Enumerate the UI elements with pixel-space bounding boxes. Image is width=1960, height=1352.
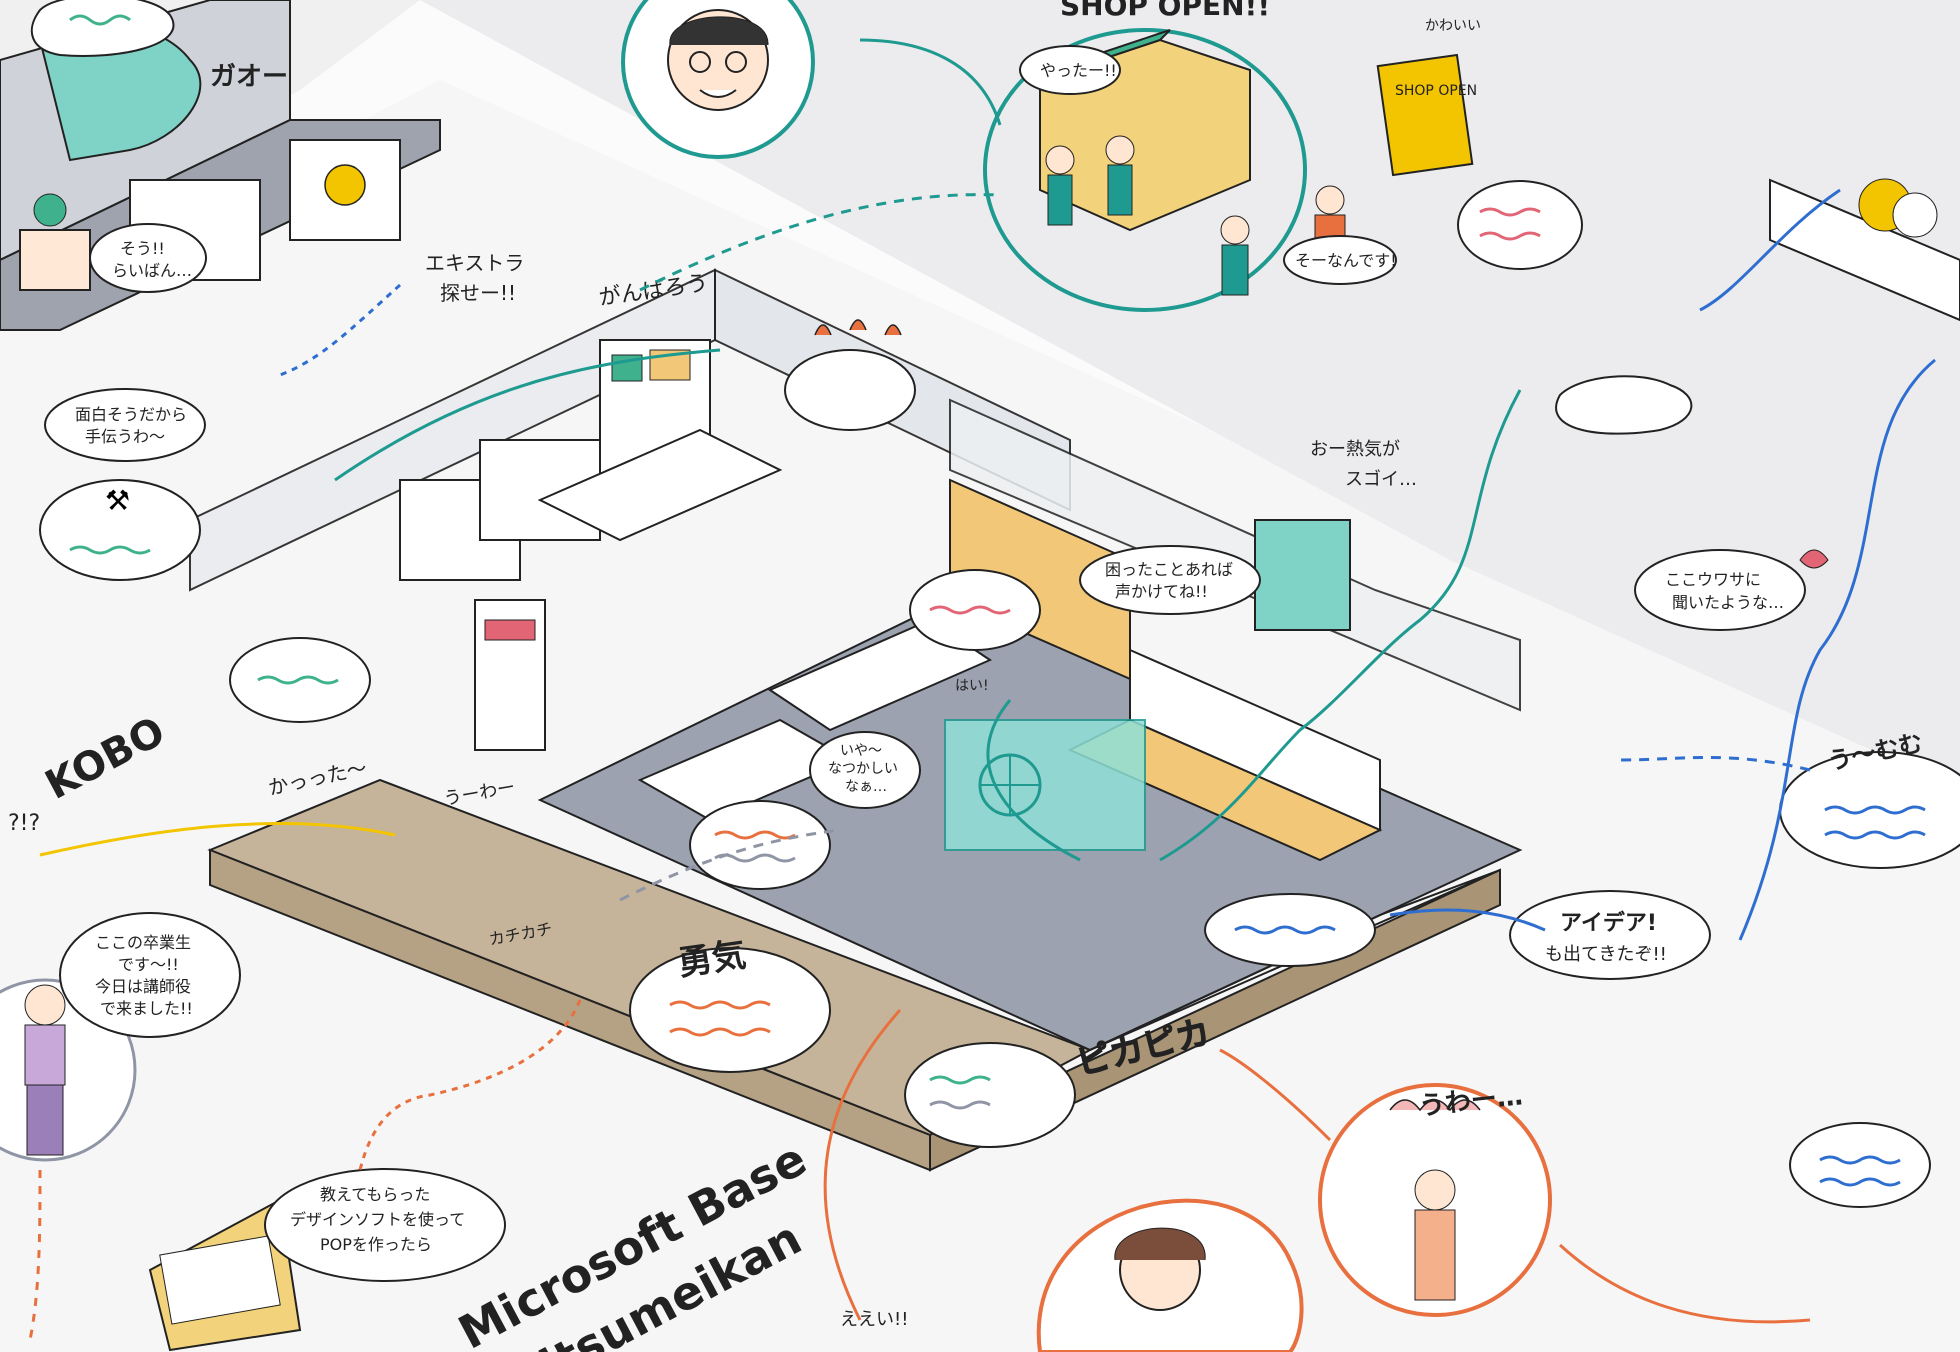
caption-extra: エキストラ 探せー!!	[425, 251, 524, 305]
bubble-omoshiro: 面白そうだから 手伝うわ〜	[44, 388, 206, 462]
caption-yuuki: 勇気	[676, 935, 749, 984]
caption-komatta-line1: 困ったことあれば	[1105, 560, 1233, 579]
easel-sign: SHOP OPEN	[1395, 83, 1477, 99]
caption-pop-line2: デザインソフトを使って	[290, 1210, 465, 1229]
pop-sketch	[148, 1198, 302, 1352]
caption-iya-line3: なぁ…	[845, 779, 887, 795]
bubble-center	[909, 569, 1041, 651]
caption-idea-line1: アイデア!	[1560, 910, 1657, 936]
lounge-area-right	[1555, 178, 1960, 435]
bubble-sou: そう!! らいばん…	[89, 223, 207, 293]
caption-iya-line1: いや〜	[840, 743, 882, 759]
caption-sou-nandesu: そーなんです!	[1295, 251, 1397, 270]
bubble-idea: アイデア! も出てきたぞ!!	[1509, 890, 1711, 980]
caption-sotsugyosei-line3: 今日は講師役	[95, 977, 191, 996]
caption-iya-line2: なつかしい	[828, 761, 898, 777]
bubble-yatta: やったー!!	[1019, 45, 1121, 95]
caption-pop-line3: POPを作ったら	[320, 1235, 432, 1254]
caption-uwasa-line2: 聞いたような…	[1672, 593, 1784, 612]
caption-sotsugyosei-line2: です〜!!	[118, 955, 179, 974]
caption-sotsugyosei-line1: ここの卒業生	[95, 933, 191, 952]
caption-kawaii: かわいい	[1425, 18, 1481, 34]
caption-hai: はい!	[955, 678, 989, 694]
caption-extra-line2: 探せー!!	[440, 281, 516, 305]
caption-yatta: やったー!!	[1040, 61, 1117, 80]
caption-uwasa-line1: ここウワサに	[1665, 570, 1761, 589]
bubble-sotsugyosei: ここの卒業生 です〜!! 今日は講師役 で来ました!!	[59, 912, 241, 1038]
caption-gao: ガオー	[210, 62, 288, 92]
caption-onetsuki-line2: スゴイ…	[1345, 469, 1417, 490]
bubble-workshop	[229, 637, 371, 723]
bubble-heat	[784, 319, 916, 431]
teacher-portrait-top	[621, 0, 815, 159]
bubble-tools: ⚒	[39, 479, 201, 581]
squiggle-icon	[69, 14, 131, 26]
bubble-uwasa: ここウワサに 聞いたような…	[1634, 549, 1829, 631]
bubble-bottom-right	[1789, 1122, 1931, 1208]
bubble-top-left	[30, 0, 175, 57]
caption-pop-line1: 教えてもらった	[320, 1185, 430, 1204]
caption-ee: ええい!!	[840, 1309, 908, 1330]
caption-extra-line1: エキストラ	[425, 251, 524, 275]
bubble-onetsuki: おー熱気が スゴイ…	[1310, 439, 1417, 490]
hammer-icon: ⚒	[105, 484, 130, 517]
caption-idea-line2: も出てきたぞ!!	[1545, 944, 1667, 965]
uwaa-portrait	[1318, 1083, 1552, 1317]
bubble-shop-right	[1457, 180, 1583, 270]
caption-sotsugyosei-line4: で来ました!!	[100, 999, 193, 1018]
flow-arrows	[28, 38, 1936, 1341]
caption-omoshiro-line2: 手伝うわ〜	[85, 427, 165, 446]
relaxed-portrait	[1036, 1198, 1304, 1352]
bubble-pikapika-left	[904, 1042, 1076, 1148]
bubble-iya: いや〜 なつかしい なぁ…	[809, 731, 921, 809]
caption-sou-line1: そう!!	[120, 239, 165, 258]
caption-komatta-line2: 声かけてね!!	[1115, 582, 1208, 601]
caption-sou-line2: らいばん…	[112, 261, 192, 280]
bubble-umumu: う〜むむ	[1779, 729, 1960, 869]
caption-onetsuki-line1: おー熱気が	[1310, 439, 1400, 460]
bubble-yuuki: 勇気	[629, 935, 831, 1073]
caption-question: ?!?	[8, 811, 40, 836]
caption-omoshiro-line1: 面白そうだから	[75, 405, 187, 424]
bubble-komatta: 困ったことあれば 声かけてね!!	[1079, 545, 1261, 615]
bubble-sou-nandesu: そーなんです!	[1283, 235, 1397, 285]
bubble-floor-right	[1204, 893, 1376, 967]
shop-open-sign: SHOP OPEN!!	[1060, 0, 1270, 22]
bubble-pop: 教えてもらった デザインソフトを使って POPを作ったら	[264, 1168, 506, 1282]
